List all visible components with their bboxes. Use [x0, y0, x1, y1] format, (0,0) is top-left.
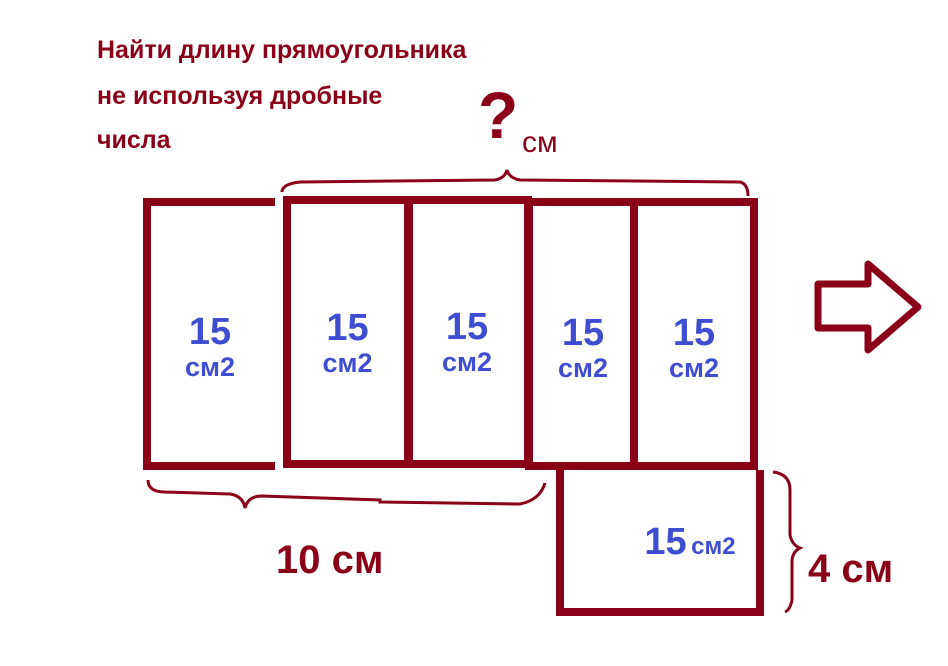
unknown-unit: см: [522, 126, 558, 159]
height-dimension: 4 см: [808, 547, 894, 591]
cell-5: [630, 198, 758, 470]
problem-line-1: Найти длину прямоугольника: [97, 36, 467, 64]
problem-line-2: не используя дробные: [97, 82, 383, 110]
arrow-right-icon: [814, 260, 922, 354]
cell-6: [556, 470, 764, 616]
problem-line-3: числа: [97, 126, 171, 154]
cell-1: [143, 198, 275, 470]
width-dimension: 10 см: [276, 538, 384, 582]
question-mark: ?: [478, 78, 519, 152]
cell-6-label: 15 см2: [644, 521, 736, 563]
